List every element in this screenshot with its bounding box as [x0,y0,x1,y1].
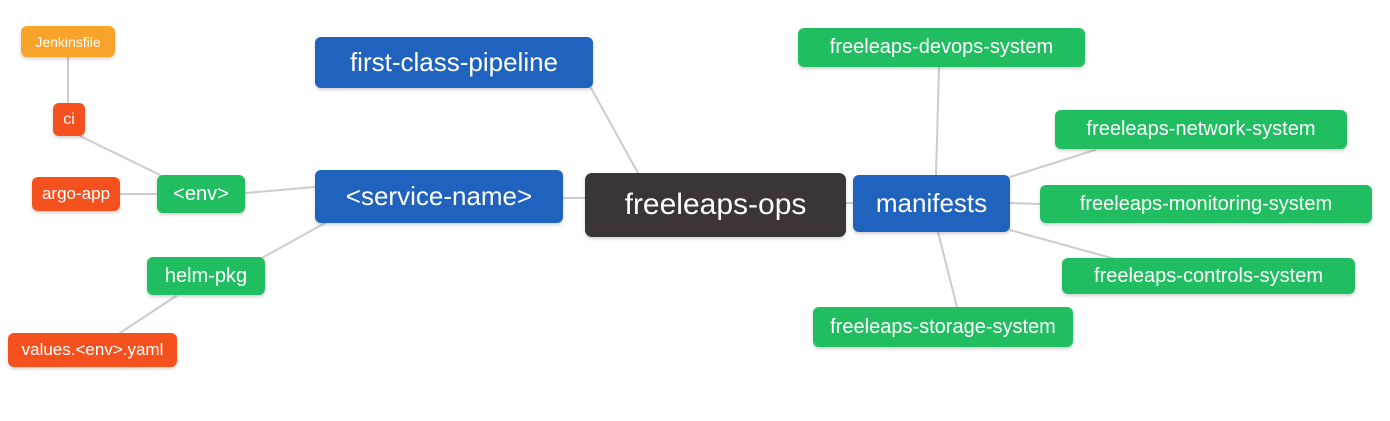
node-first-class-pipeline[interactable]: first-class-pipeline [315,37,593,88]
edge-manifests-controls [1009,229,1116,260]
node-helm-pkg[interactable]: helm-pkg [147,257,265,295]
edge-pipeline-freeleaps-ops [590,87,639,174]
node-freeleaps-controls-system[interactable]: freeleaps-controls-system [1062,258,1355,294]
node-freeleaps-devops-system[interactable]: freeleaps-devops-system [798,28,1085,67]
edge-manifests-devops [935,66,940,176]
edge-manifests-network [1009,149,1096,178]
node-values-env-yaml[interactable]: values.<env>.yaml [8,333,177,367]
node-manifests[interactable]: manifests [853,175,1010,232]
node-freeleaps-storage-system[interactable]: freeleaps-storage-system [813,307,1073,347]
node-jenkinsfile[interactable]: Jenkinsfile [21,26,115,57]
edge-env-service-name [244,186,316,194]
edge-values-helm-pkg [119,295,177,334]
edge-helm-pkg-service-name [261,222,326,259]
node-freeleaps-monitoring-system[interactable]: freeleaps-monitoring-system [1040,185,1372,223]
edge-manifests-storage [937,231,958,308]
node-freeleaps-ops-root[interactable]: freeleaps-ops [585,173,846,237]
node-argo-app[interactable]: argo-app [32,177,120,211]
node-service-name[interactable]: <service-name> [315,170,563,223]
node-ci[interactable]: ci [53,103,85,136]
node-freeleaps-network-system[interactable]: freeleaps-network-system [1055,110,1347,149]
node-env[interactable]: <env> [157,175,245,213]
edge-manifests-monitoring [1009,202,1041,205]
edge-ci-env [79,135,161,176]
